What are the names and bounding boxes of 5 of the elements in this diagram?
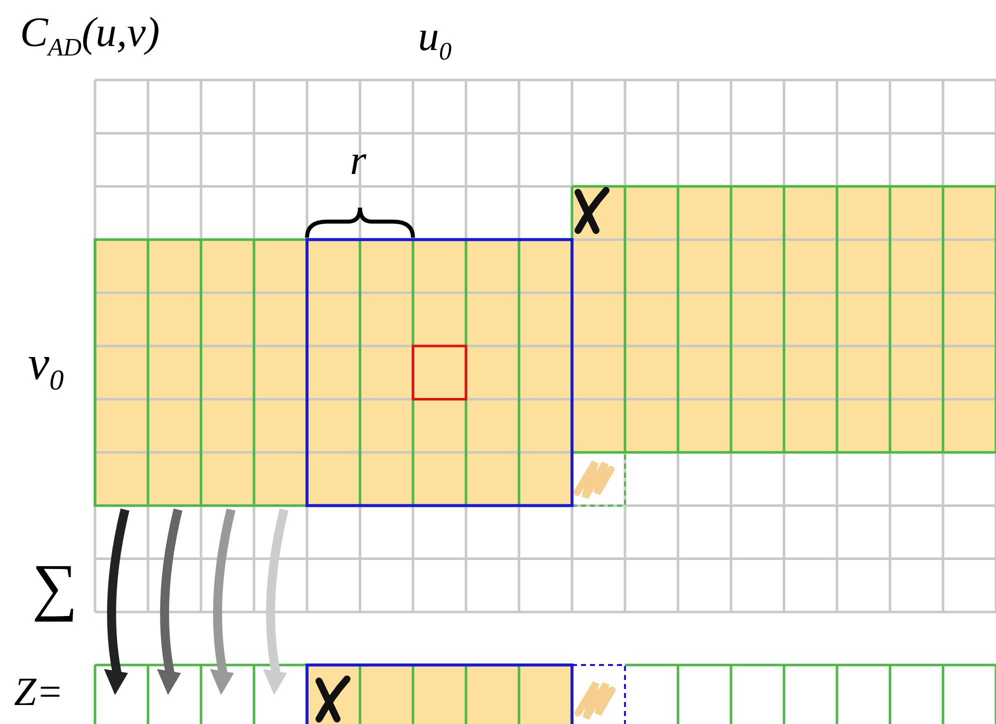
math-label: C$_{AD}$(u,v) (20, 12, 160, 61)
math-label: Z= (14, 672, 64, 712)
math-label: u$_{0}$ (418, 16, 452, 65)
math-label: v$_{0}$ (28, 340, 64, 396)
math-label: r (350, 140, 366, 182)
